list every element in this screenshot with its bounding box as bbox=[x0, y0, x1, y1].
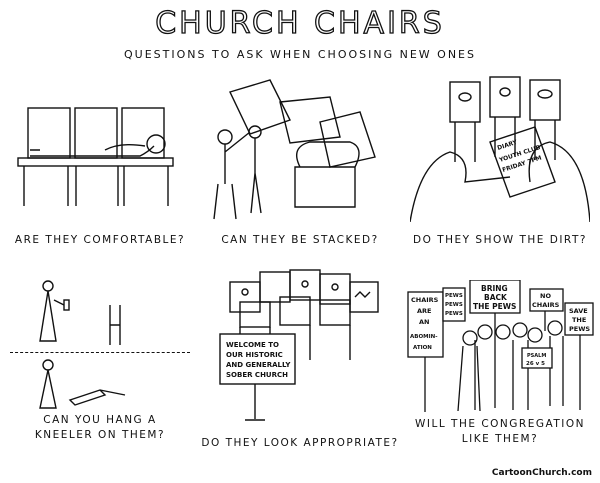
caption-line: CAN YOU HANG A bbox=[43, 414, 157, 426]
caption-line: KNEELER ON THEM? bbox=[34, 429, 166, 441]
sign-line: ARE bbox=[417, 307, 431, 315]
sign-line: CHAIRS bbox=[532, 301, 560, 309]
divider bbox=[10, 352, 190, 353]
sign-line: AN bbox=[419, 318, 429, 326]
sign-line: PEWS bbox=[569, 325, 590, 333]
sign-line: ABOMIN- bbox=[410, 334, 438, 340]
sign-line: AND GENERALLY bbox=[226, 361, 291, 369]
sign-line: OUR HISTORIC bbox=[226, 351, 283, 359]
caption-line: LIKE THEM? bbox=[461, 433, 539, 445]
caption-congregation: WILL THE CONGREGATION LIKE THEM? bbox=[400, 417, 600, 447]
sign-line: 26 v 5 bbox=[526, 361, 545, 367]
sign-line: PEWS bbox=[445, 293, 463, 299]
sign-line: SOBER CHURCH bbox=[226, 371, 288, 379]
sign-line: THE PEWS bbox=[473, 302, 516, 311]
sign-line: BRING bbox=[481, 284, 508, 293]
subtitle: QUESTIONS TO ASK WHEN CHOOSING NEW ONES bbox=[123, 48, 476, 61]
caption-appropriate: DO THEY LOOK APPROPRIATE? bbox=[201, 437, 399, 449]
caption-dirt: DO THEY SHOW THE DIRT? bbox=[413, 234, 587, 246]
panel-comfortable-illustration bbox=[17, 107, 174, 206]
sign-line: CHAIRS bbox=[411, 296, 439, 304]
panel-dirt-illustration: DIARY YOUTH CLUB FRIDAY 7PM bbox=[410, 76, 590, 222]
page-title: CHURCH CHAIRS bbox=[155, 5, 445, 41]
sign-line: PSALM bbox=[527, 353, 546, 359]
sign-line: ATION bbox=[413, 345, 432, 351]
sign-line: NO bbox=[540, 292, 551, 300]
sign-line: THE bbox=[572, 316, 586, 324]
sign-line: SAVE bbox=[569, 307, 588, 315]
caption-kneeler: CAN YOU HANG A KNEELER ON THEM? bbox=[0, 413, 200, 443]
sign-line: PEWS bbox=[445, 311, 463, 317]
panel-kneeler-illustration bbox=[39, 280, 126, 409]
panel-appropriate-illustration: WELCOME TO OUR HISTORIC AND GENERALLY SO… bbox=[219, 269, 379, 421]
footer-credit: CartoonChurch.com bbox=[491, 468, 592, 478]
caption-comfortable: ARE THEY COMFORTABLE? bbox=[14, 234, 186, 246]
panel-congregation-illustration: CHAIRS ARE AN ABOMIN- ATION PEWS PEWS PE… bbox=[407, 280, 594, 412]
caption-stacked: CAN THEY BE STACKED? bbox=[221, 234, 379, 246]
caption-line: WILL THE CONGREGATION bbox=[415, 418, 585, 430]
sign-line: PEWS bbox=[445, 302, 463, 308]
sign-line: WELCOME TO bbox=[226, 341, 279, 349]
sign-line: BACK bbox=[484, 293, 508, 302]
panel-stacked-illustration bbox=[213, 79, 376, 220]
